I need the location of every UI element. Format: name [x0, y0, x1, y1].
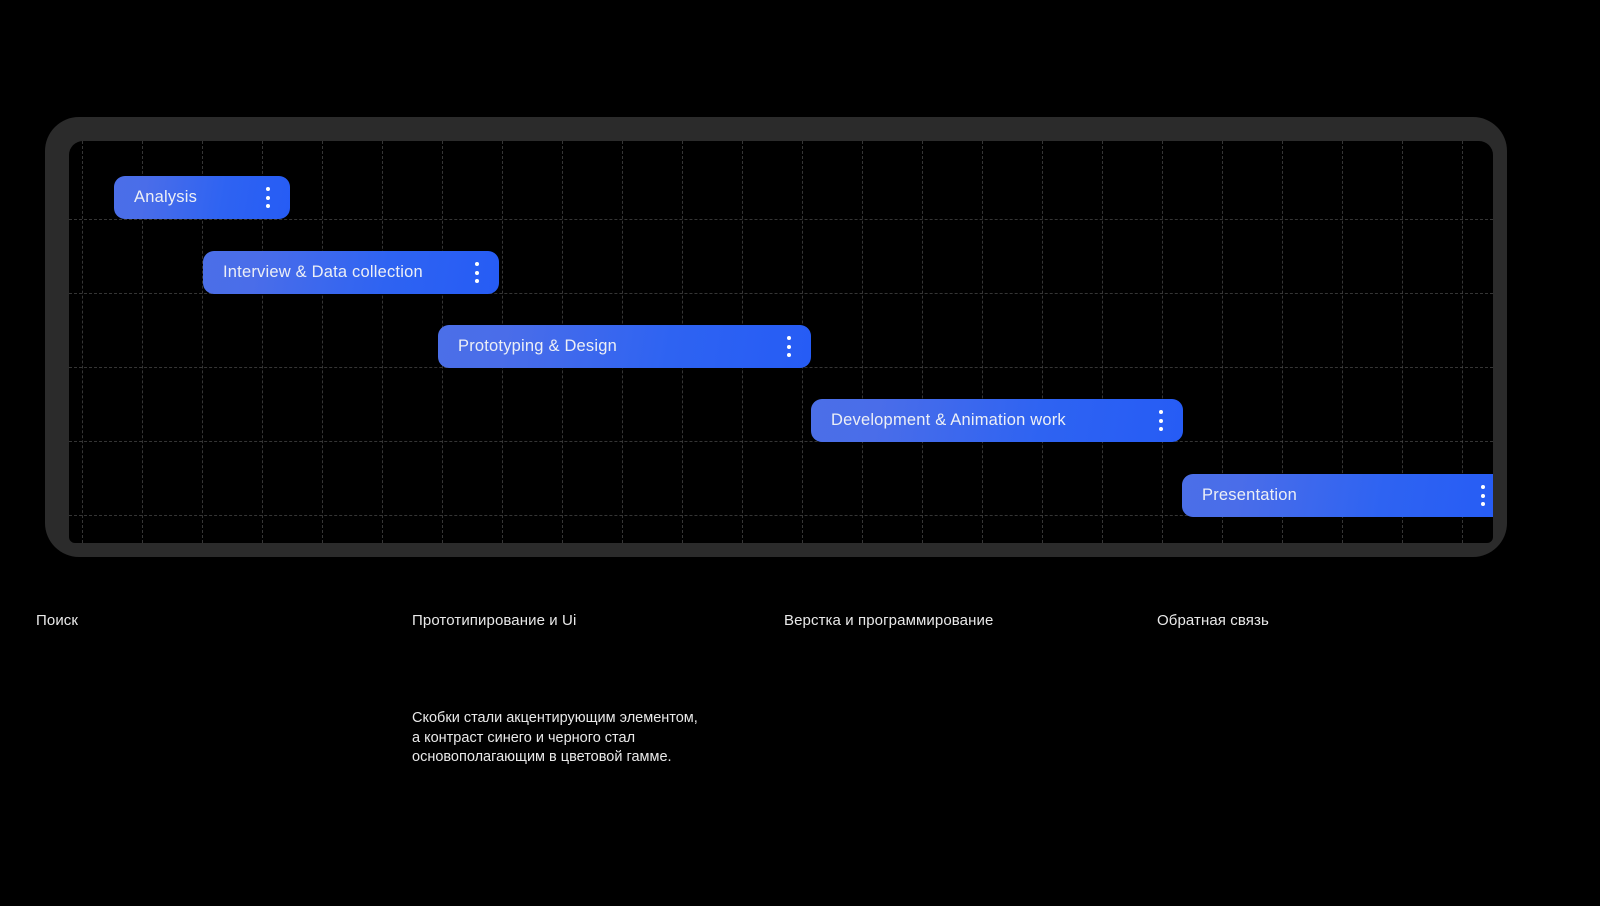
task-bar[interactable]: Analysis	[114, 176, 290, 219]
phase-caption: Прототипирование и Ui	[412, 612, 577, 629]
three-dots-vertical-icon[interactable]	[1476, 481, 1490, 510]
task-bar-label: Analysis	[134, 188, 198, 206]
task-bar[interactable]: Prototyping & Design	[438, 325, 811, 368]
task-bar[interactable]: Interview & Data collection	[203, 251, 499, 294]
three-dots-vertical-icon[interactable]	[1154, 406, 1168, 435]
task-bar[interactable]: Presentation	[1182, 474, 1493, 517]
phase-caption: Поиск	[36, 612, 79, 629]
description-line-1: Скобки стали акцентирующим элементом,	[412, 710, 698, 726]
three-dots-vertical-icon[interactable]	[470, 258, 484, 287]
task-bar[interactable]: Development & Animation work	[811, 399, 1183, 442]
task-bar-label: Prototyping & Design	[458, 337, 618, 355]
phase-captions-row: Поиск Прототипирование и Ui Верстка и прог…	[0, 612, 1600, 636]
task-bar-label: Presentation	[1202, 486, 1298, 504]
task-bar-label: Development & Animation work	[831, 411, 1066, 429]
description-paragraph: Скобки стали акцентирующим элементом, а …	[412, 709, 752, 768]
three-dots-vertical-icon[interactable]	[782, 332, 796, 361]
description-line-2: а контраст синего и черного стал	[412, 729, 636, 746]
phase-caption: Обратная связь	[1157, 612, 1269, 629]
description-line-3: основополагающим в цветовой гамме.	[412, 749, 672, 766]
phase-caption: Верстка и программирование	[784, 612, 994, 629]
three-dots-vertical-icon[interactable]	[261, 183, 275, 212]
task-bar-label: Interview & Data collection	[223, 263, 423, 281]
